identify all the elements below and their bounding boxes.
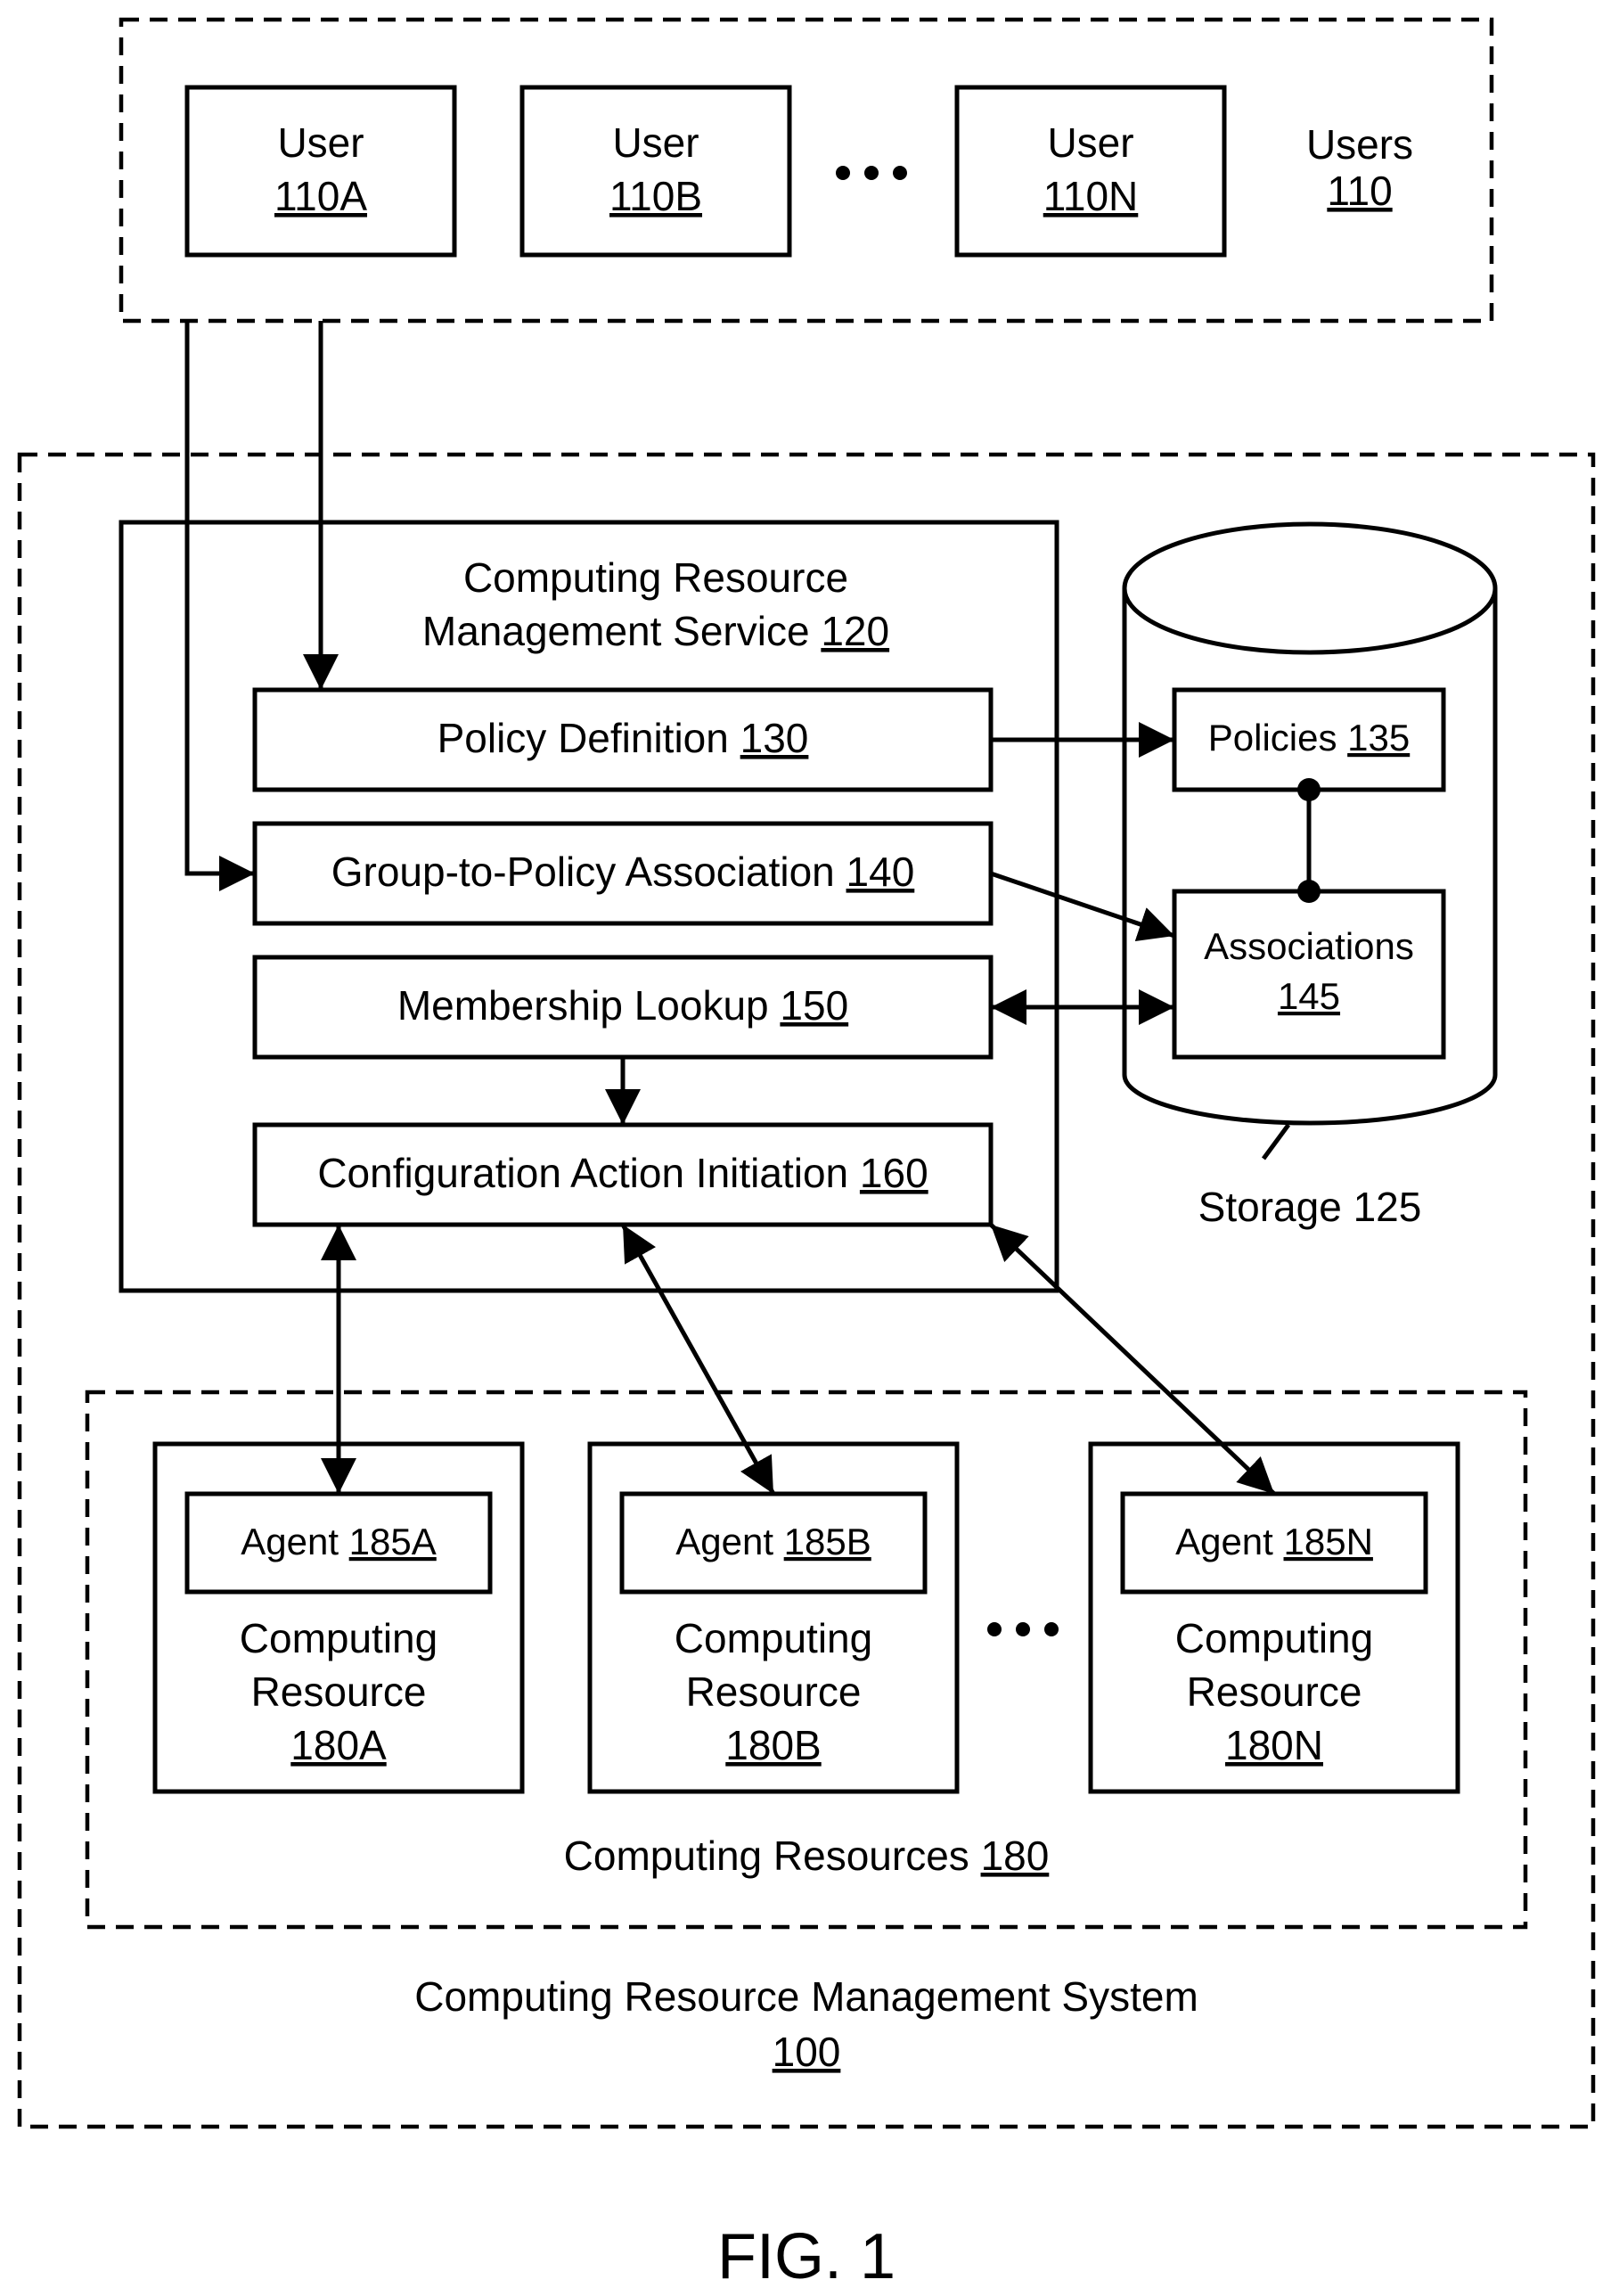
svg-text:Configuration Action Initiatio: Configuration Action Initiation 160 <box>317 1150 928 1196</box>
svg-text:180B: 180B <box>725 1722 821 1768</box>
svg-text:Resource: Resource <box>686 1669 862 1715</box>
svg-text:Computing: Computing <box>675 1615 872 1661</box>
user-n-label: User <box>1047 119 1133 166</box>
agent-b-label: Agent 185B <box>675 1521 871 1562</box>
users-ellipsis <box>836 166 907 180</box>
associations-box: Associations 145 <box>1174 891 1443 1057</box>
user-box-n: User 110N <box>957 87 1224 255</box>
service-title-line2: Management Service 120 <box>422 608 889 654</box>
agent-n-label: Agent 185N <box>1175 1521 1373 1562</box>
resources-ellipsis <box>987 1622 1059 1636</box>
svg-text:Associations: Associations <box>1204 925 1414 967</box>
users-group-ref: 110 <box>1327 168 1392 214</box>
policies-box: Policies 135 <box>1174 690 1443 790</box>
user-a-ref: 110A <box>274 173 367 219</box>
figure-label: FIG. 1 <box>717 2221 895 2292</box>
resource-box-a: Agent 185A Computing Resource 180A <box>155 1444 522 1792</box>
svg-text:145: 145 <box>1278 975 1340 1017</box>
storage-leader-line <box>1263 1125 1288 1159</box>
membership-lookup-module: Membership Lookup 150 <box>255 957 991 1057</box>
system-title: Computing Resource Management System <box>414 1973 1198 2020</box>
svg-text:Policies 135: Policies 135 <box>1208 717 1410 758</box>
service-title-line1: Computing Resource <box>463 554 848 601</box>
resource-box-n: Agent 185N Computing Resource 180N <box>1091 1444 1458 1792</box>
svg-text:Resource: Resource <box>1187 1669 1362 1715</box>
user-a-label: User <box>277 119 364 166</box>
user-b-ref: 110B <box>609 173 702 219</box>
svg-text:180N: 180N <box>1225 1722 1323 1768</box>
group-to-policy-association-module: Group-to-Policy Association 140 <box>255 824 991 923</box>
svg-text:Policy Definition 130: Policy Definition 130 <box>438 715 809 761</box>
svg-text:Group-to-Policy Association 14: Group-to-Policy Association 140 <box>331 849 915 895</box>
resource-box-b: Agent 185B Computing Resource 180B <box>590 1444 957 1792</box>
user-box-a: User 110A <box>187 87 454 255</box>
system-ref: 100 <box>773 2029 841 2075</box>
user-box-b: User 110B <box>522 87 789 255</box>
resources-group-title: Computing Resources 180 <box>564 1833 1050 1879</box>
agent-a-label: Agent 185A <box>241 1521 437 1562</box>
configuration-action-initiation-module: Configuration Action Initiation 160 <box>255 1125 991 1225</box>
svg-text:180A: 180A <box>290 1722 387 1768</box>
policy-definition-module: Policy Definition 130 <box>255 690 991 790</box>
user-n-ref: 110N <box>1043 173 1139 219</box>
storage-label: Storage 125 <box>1198 1184 1422 1230</box>
users-group-title: Users <box>1306 121 1413 168</box>
svg-text:Computing: Computing <box>240 1615 438 1661</box>
svg-text:Resource: Resource <box>251 1669 427 1715</box>
svg-text:Computing: Computing <box>1175 1615 1373 1661</box>
user-b-label: User <box>612 119 699 166</box>
svg-text:Membership Lookup 150: Membership Lookup 150 <box>397 982 848 1029</box>
